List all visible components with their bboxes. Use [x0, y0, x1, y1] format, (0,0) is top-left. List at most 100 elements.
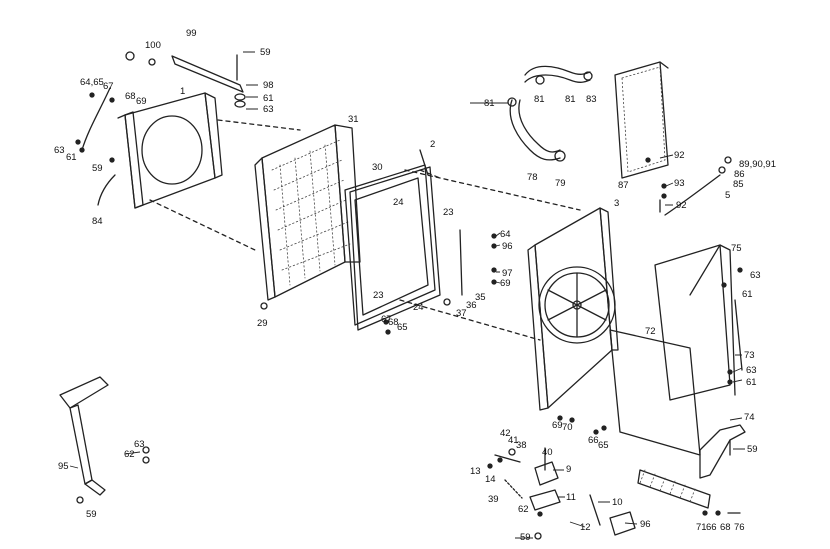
callout-label: 3: [614, 198, 619, 209]
seal-frame: [344, 149, 441, 331]
callout-label: 73: [744, 350, 755, 361]
callout-label: 63: [134, 439, 145, 450]
expansion-tank: [614, 61, 669, 179]
callout-label: 38: [516, 440, 527, 451]
callout-label: 66: [706, 522, 717, 533]
callout-label: 65: [397, 322, 408, 333]
callout-label: 68: [125, 91, 136, 102]
callout-label: 35: [475, 292, 486, 303]
callout-label: 59: [520, 532, 531, 543]
callout-label: 37: [456, 308, 467, 319]
callout-label: 61: [66, 152, 77, 163]
callout-label: 36: [466, 300, 477, 311]
callout-label: 30: [372, 162, 383, 173]
drain-pipe: [81, 87, 116, 206]
callout-label: 67: [103, 81, 114, 92]
callout-label: 59: [86, 509, 97, 520]
callout-label: 2: [430, 139, 435, 150]
callout-label: 69: [500, 278, 511, 289]
callout-label: 40: [542, 447, 553, 458]
callout-label: 72: [645, 326, 656, 337]
callout-label: 86: [734, 169, 745, 180]
callout-label: 98: [263, 80, 274, 91]
callout-label: 62: [518, 504, 529, 515]
brush-seal: [637, 469, 711, 509]
callout-label: 5: [725, 190, 730, 201]
bracket: [699, 424, 746, 479]
side-panel: [609, 244, 743, 456]
callout-label: 89,90,91: [739, 159, 776, 170]
callout-label: 24: [413, 302, 424, 313]
callout-label: 69: [136, 96, 147, 107]
fan-guard: [527, 207, 619, 411]
callout-label: 59: [92, 163, 103, 174]
callout-label: 9: [566, 464, 571, 475]
callout-label: 42: [500, 428, 511, 439]
callout-label: 63: [54, 145, 65, 156]
fan-shroud: [117, 92, 223, 209]
callout-label: 69: [552, 420, 563, 431]
callout-label: 14: [485, 474, 496, 485]
callout-label: 87: [618, 180, 629, 191]
callout-label: 65: [598, 440, 609, 451]
callout-label: 100: [145, 40, 161, 51]
callout-label: 59: [747, 444, 758, 455]
support-bracket: [59, 376, 109, 496]
alignment-lines: [149, 119, 581, 341]
linkage-assembly: [494, 447, 636, 536]
callout-label: 93: [674, 178, 685, 189]
callout-label: 70: [562, 422, 573, 433]
callout-label: 79: [555, 178, 566, 189]
callout-label: 13: [470, 466, 481, 477]
callout-label: 66: [588, 435, 599, 446]
radiator-core: [254, 124, 361, 301]
callout-label: 85: [733, 179, 744, 190]
callout-label: 99: [186, 28, 197, 39]
callout-label: 67: [381, 314, 392, 325]
callout-label: 11: [566, 492, 576, 503]
callout-label: 76: [734, 522, 745, 533]
coolant-hoses: [507, 65, 593, 162]
fasteners: [75, 92, 743, 540]
callout-label: 81: [484, 98, 495, 109]
callout-label: 92: [674, 150, 685, 161]
leader-lines: [69, 51, 745, 539]
callout-label: 24: [393, 197, 404, 208]
callout-label: 29: [257, 318, 268, 329]
callout-label: 97: [502, 268, 513, 279]
callout-label: 71: [696, 522, 707, 533]
callout-label: 39: [488, 494, 499, 505]
stay-rod: [125, 51, 246, 108]
callout-label: 78: [527, 172, 538, 183]
callout-label: 95: [58, 461, 69, 472]
callout-label: 23: [373, 290, 384, 301]
callout-label: 61: [746, 377, 757, 388]
callout-label: 10: [612, 497, 623, 508]
callout-label: 81: [565, 94, 576, 105]
callout-label: 84: [92, 216, 103, 227]
callout-label: 74: [744, 412, 755, 423]
callout-label: 63: [263, 104, 274, 115]
callout-label: 96: [502, 241, 513, 252]
callout-label: 1: [180, 86, 185, 97]
callout-label: 59: [260, 47, 271, 58]
callout-label: 75: [731, 243, 742, 254]
callout-label: 62: [124, 449, 135, 460]
callout-label: 63: [750, 270, 761, 281]
callout-label: 68: [720, 522, 731, 533]
callout-label: 83: [586, 94, 597, 105]
callout-label: 92: [676, 200, 687, 211]
overflow-line: [664, 156, 732, 216]
callout-label: 81: [534, 94, 545, 105]
callouts: 1 2 3 5 9 10 11 12 13 14 23 23 24 24 29 …: [54, 28, 776, 543]
callout-label: 61: [742, 289, 753, 300]
callout-label: 41: [508, 435, 519, 446]
callout-label: 61: [263, 93, 274, 104]
callout-label: 64,65: [80, 77, 104, 88]
callout-label: 64: [500, 229, 511, 240]
callout-label: 12: [580, 522, 591, 533]
callout-label: 23: [443, 207, 454, 218]
callout-label: 63: [746, 365, 757, 376]
callout-label: 96: [640, 519, 651, 530]
